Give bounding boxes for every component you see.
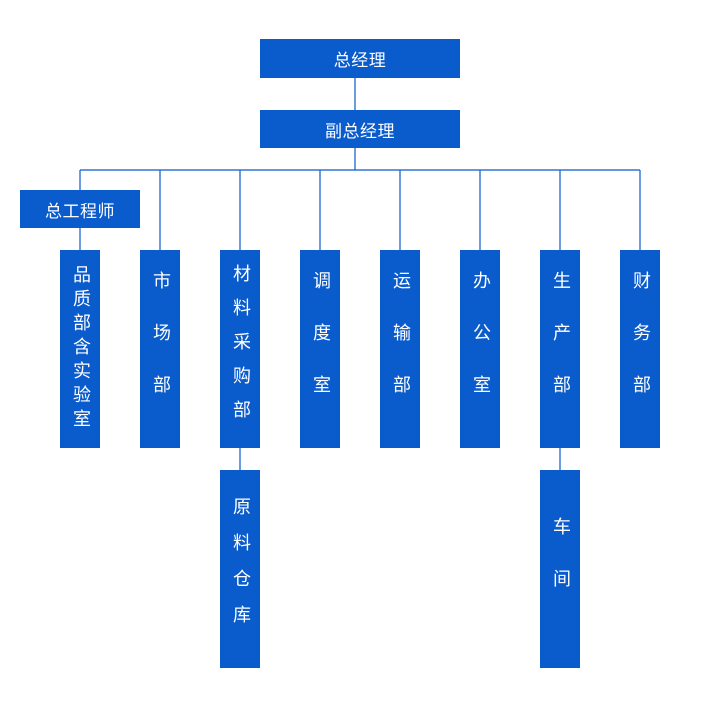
- deputy-box: 副总经理: [260, 110, 460, 148]
- dept-finance-box: 财务部: [620, 250, 660, 448]
- dept-transport-box: 运输部: [380, 250, 420, 448]
- dept-market-label: 市场部: [150, 271, 171, 427]
- dept-quality-label: 品质部含实验室: [70, 265, 91, 433]
- dept-purchase-box: 材料采购部: [220, 250, 260, 448]
- workshop-label: 车间: [550, 517, 571, 621]
- warehouse-box: 原料仓库: [220, 470, 260, 668]
- dept-quality-box: 品质部含实验室: [60, 250, 100, 448]
- ceo-label: 总经理: [333, 51, 387, 71]
- dept-market-box: 市场部: [140, 250, 180, 448]
- ceo-box: 总经理: [260, 39, 460, 78]
- deputy-label: 副总经理: [325, 121, 395, 142]
- dept-production-label: 生产部: [550, 271, 571, 427]
- workshop-box: 车间: [540, 470, 580, 668]
- dept-finance-label: 财务部: [630, 271, 651, 427]
- chief-engineer-box: 总工程师: [20, 190, 140, 228]
- dept-purchase-label: 材料采购部: [230, 264, 251, 434]
- dept-dispatch-label: 调度室: [310, 271, 331, 427]
- dept-office-box: 办公室: [460, 250, 500, 448]
- dept-transport-label: 运输部: [390, 271, 411, 427]
- dept-production-box: 生产部: [540, 250, 580, 448]
- chief-engineer-label: 总工程师: [45, 201, 115, 222]
- warehouse-label: 原料仓库: [230, 497, 251, 641]
- dept-office-label: 办公室: [470, 271, 491, 427]
- dept-dispatch-box: 调度室: [300, 250, 340, 448]
